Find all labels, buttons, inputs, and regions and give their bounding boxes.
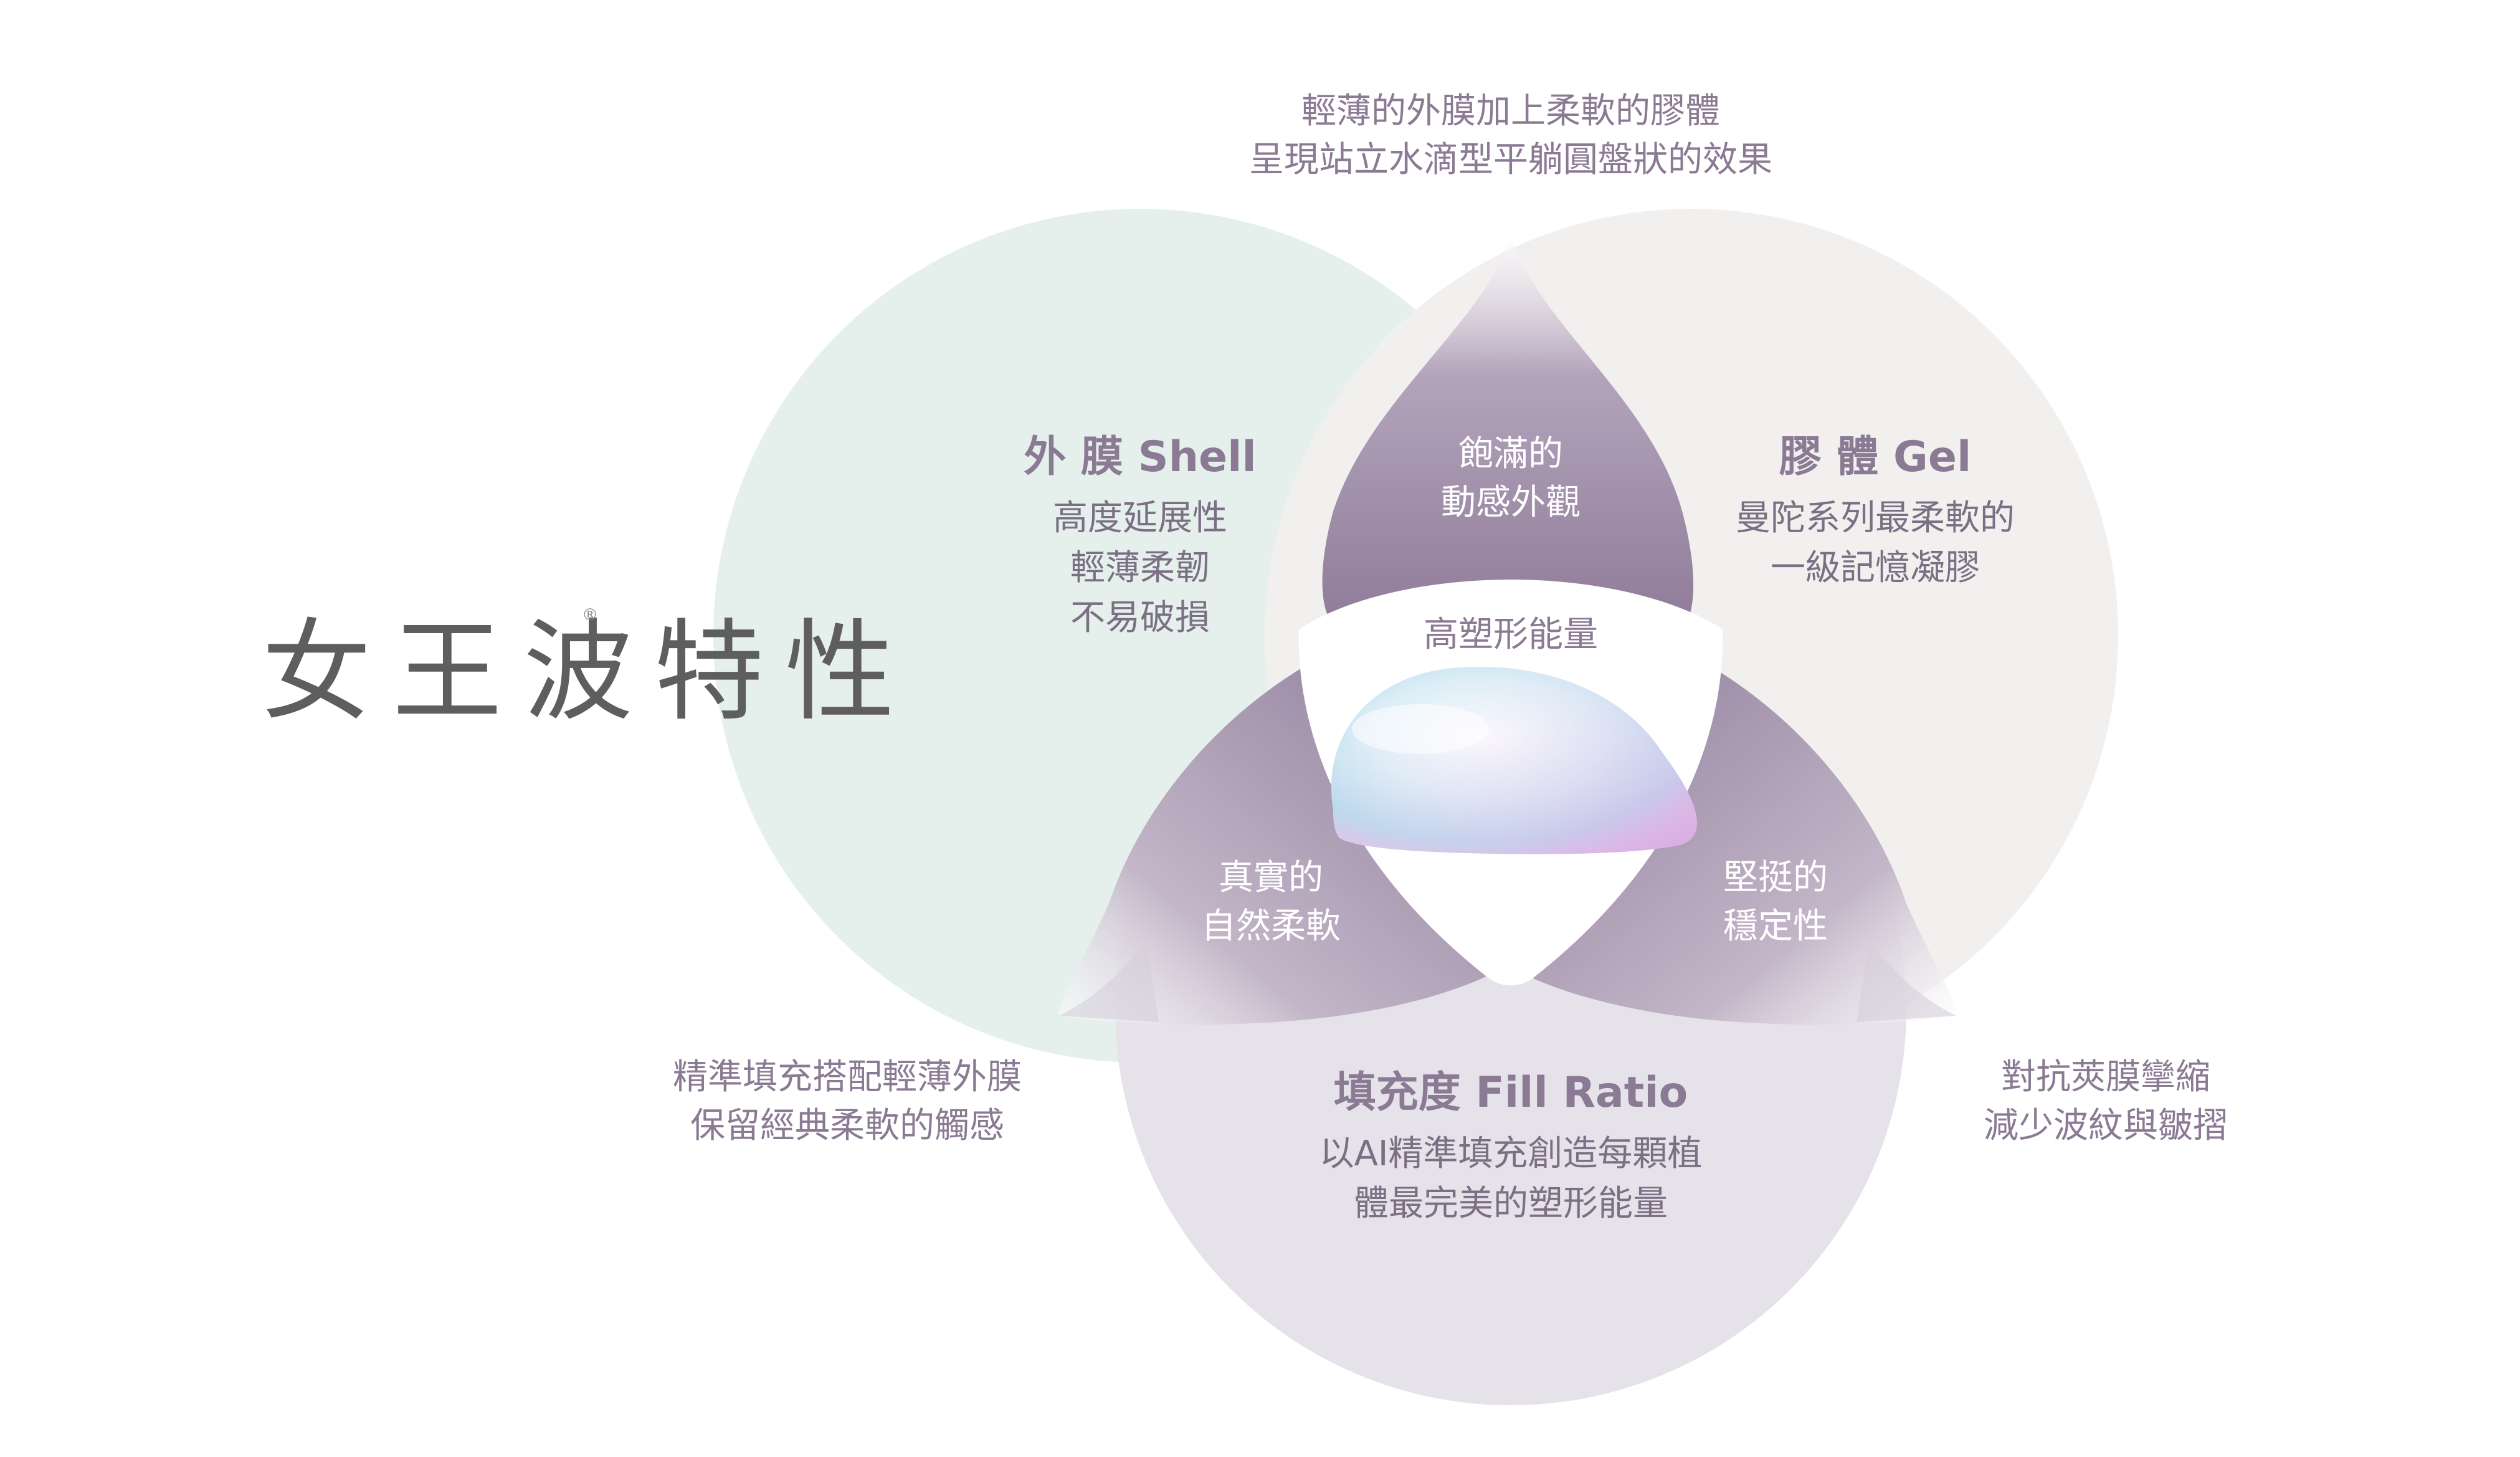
shell-heading: 外 膜 Shell — [1024, 432, 1257, 482]
shell-line-2: 輕薄柔韌 — [1070, 548, 1210, 588]
overlap-left-line-1: 真實的 — [1219, 857, 1323, 898]
fill-line-1: 以AI精準填充創造每顆植 — [1319, 1134, 1703, 1174]
overlap-left-line-2: 自然柔軟 — [1201, 906, 1341, 947]
shell-text: 外 膜 Shell 高度延展性 輕薄柔韌 不易破損 — [997, 430, 1283, 643]
left-note: 精準填充搭配輕薄外膜 保留經典柔軟的觸感 — [635, 1053, 1059, 1150]
gel-line-2: 一級記憶凝膠 — [1771, 548, 1980, 588]
left-note-line-2: 保留經典柔軟的觸感 — [690, 1106, 1004, 1146]
top-note-line-2: 呈現站立水滴型平躺圓盤狀的效果 — [1249, 140, 1772, 180]
overlap-shell-gel — [1322, 237, 1694, 629]
overlap-shell-fill — [1059, 661, 1495, 1025]
gel-text: 膠 體 Gel 曼陀系列最柔軟的 一級記憶凝膠 — [1701, 430, 2050, 593]
right-note: 對抗莢膜攣縮 減少波紋與皺摺 — [1944, 1053, 2268, 1150]
overlap-right-label: 堅挺的 穩定性 — [1657, 854, 1894, 951]
gel-heading: 膠 體 Gel — [1779, 432, 1972, 482]
shell-line-3: 不易破損 — [1070, 598, 1210, 638]
overlap-top-label: 飽滿的 動感外觀 — [1386, 430, 1635, 527]
fill-text: 填充度 Fill Ratio 以AI精準填充創造每顆植 體最完美的塑形能量 — [1277, 1066, 1744, 1229]
fill-line-2: 體最完美的塑形能量 — [1354, 1183, 1668, 1224]
fill-heading: 填充度 Fill Ratio — [1333, 1068, 1688, 1117]
left-note-line-1: 精準填充搭配輕薄外膜 — [673, 1057, 1022, 1097]
registered-mark: ® — [582, 606, 598, 624]
center-label: 高塑形能量 — [1424, 614, 1598, 655]
right-point — [1857, 941, 1956, 1022]
right-note-line-1: 對抗莢膜攣縮 — [2001, 1057, 2210, 1097]
overlap-left-label: 真實的 自然柔軟 — [1153, 854, 1389, 951]
overlap-right-line-1: 堅挺的 — [1723, 857, 1828, 898]
overlap-right-line-2: 穩定性 — [1723, 906, 1828, 947]
shell-line-1: 高度延展性 — [1053, 498, 1227, 538]
top-note-line-1: 輕薄的外膜加上柔軟的膠體 — [1301, 91, 1720, 131]
right-note-line-2: 減少波紋與皺摺 — [1984, 1106, 2228, 1146]
overlap-top-line-1: 飽滿的 — [1458, 434, 1563, 474]
overlap-gel-fill — [1520, 661, 1956, 1025]
gel-line-1: 曼陀系列最柔軟的 — [1736, 498, 2015, 538]
overlap-top-line-2: 動感外觀 — [1441, 482, 1581, 523]
implant-image — [1331, 666, 1697, 854]
left-point — [1059, 941, 1159, 1022]
page-title: 女王波特性 — [262, 608, 916, 736]
top-note: 輕薄的外膜加上柔軟的膠體 呈現站立水滴型平躺圓盤狀的效果 — [1240, 87, 1782, 184]
